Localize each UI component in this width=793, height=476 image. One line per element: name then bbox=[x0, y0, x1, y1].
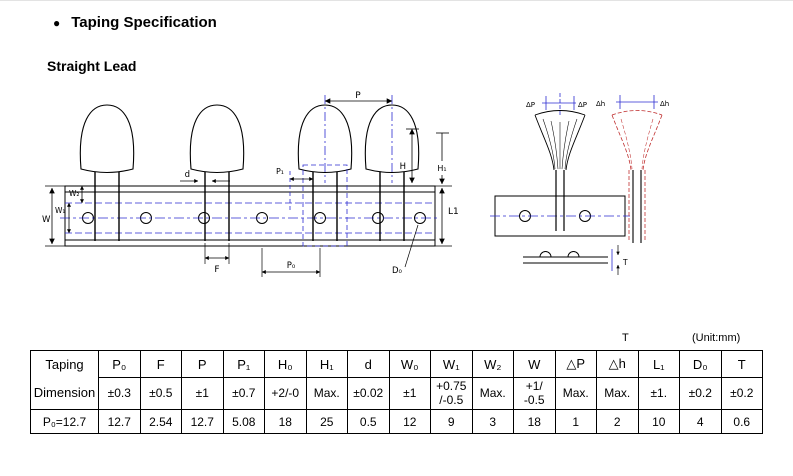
val-p1: 5.08 bbox=[222, 409, 265, 434]
dimension-lines bbox=[45, 98, 452, 277]
val-p: 12.7 bbox=[181, 409, 224, 434]
component-spread-front bbox=[534, 110, 586, 231]
tape-side-view bbox=[523, 251, 608, 264]
col-header-h1: H₁ bbox=[305, 349, 348, 379]
dim-label-delta-h-right: Δh bbox=[660, 100, 669, 108]
val-delta-h: 2 bbox=[596, 409, 639, 434]
col-header-w: W bbox=[513, 349, 556, 379]
dim-label-w: W bbox=[42, 215, 51, 225]
dim-label-w1: W₁ bbox=[55, 206, 65, 215]
tol-p0: ±0.3 bbox=[98, 377, 141, 410]
col-header-h0: H₀ bbox=[264, 349, 307, 379]
col-header-delta-p: △P bbox=[554, 349, 597, 379]
col-header-w1: W₁ bbox=[430, 349, 473, 379]
dimension-label: Dimension bbox=[33, 385, 96, 400]
dim-label-delta-h-left: Δh bbox=[596, 100, 605, 108]
col-header-w0: W₀ bbox=[388, 349, 431, 379]
val-f: 2.54 bbox=[139, 409, 182, 434]
val-t: 0.6 bbox=[720, 409, 763, 434]
val-w: 18 bbox=[513, 409, 556, 434]
tol-f: ±0.5 bbox=[139, 377, 182, 410]
tol-p: ±1 bbox=[181, 377, 224, 410]
val-h1: 25 bbox=[305, 409, 348, 434]
deviation-marks bbox=[542, 93, 658, 117]
tol-d: ±0.02 bbox=[347, 377, 390, 410]
tape-front-view bbox=[45, 95, 452, 277]
tol-h1: Max. bbox=[305, 377, 348, 410]
col-header-p: P bbox=[181, 349, 224, 379]
dimension-labels: P d P₁ H H₁ L1 W₂ W₁ W F P₀ D₀ ΔP ΔP Δh … bbox=[42, 91, 669, 276]
tol-w1: +0.75 /-0.5 bbox=[430, 377, 473, 410]
tape-guide-lines bbox=[60, 202, 440, 234]
val-w1: 9 bbox=[430, 409, 473, 434]
tol-delta-p: Max. bbox=[554, 377, 597, 410]
dim-label-t: T bbox=[622, 258, 628, 267]
thickness-caption: T bbox=[622, 332, 629, 344]
tol-delta-h: Max. bbox=[596, 377, 639, 410]
col-header-f: F bbox=[139, 349, 182, 379]
tol-d0: ±0.2 bbox=[679, 377, 722, 410]
table-header-row: Taping Dimension P₀ F P P₁ H₀ H₁ d W₀ W₁… bbox=[30, 349, 763, 410]
val-w0: 12 bbox=[388, 409, 431, 434]
row-label-p0-12-7: P₀=12.7 bbox=[30, 409, 99, 434]
taping-diagram: P d P₁ H H₁ L1 W₂ W₁ W F P₀ D₀ ΔP ΔP Δh … bbox=[42, 91, 669, 277]
taping-label: Taping bbox=[45, 357, 84, 372]
tol-p1: ±0.7 bbox=[222, 377, 265, 410]
val-p0: 12.7 bbox=[98, 409, 141, 434]
tol-h0: +2/-0 bbox=[264, 377, 307, 410]
col-header-p1: P₁ bbox=[222, 349, 265, 379]
tol-l1: ±1. bbox=[637, 377, 680, 410]
dim-label-d0: D₀ bbox=[392, 266, 403, 276]
section-title-row: ● Taping Specification bbox=[53, 14, 217, 31]
col-header-d: d bbox=[347, 349, 390, 379]
table-value-row: P₀=12.7 12.7 2.54 12.7 5.08 18 25 0.5 12… bbox=[30, 409, 763, 434]
component-spread-tolerance bbox=[611, 110, 663, 243]
bullet-icon: ● bbox=[53, 15, 61, 30]
dim-label-delta-p-left: ΔP bbox=[526, 101, 535, 109]
dim-label-p1: P₁ bbox=[276, 167, 284, 176]
val-h0: 18 bbox=[264, 409, 307, 434]
table-tolerance-row: ±0.3 ±0.5 ±1 ±0.7 +2/-0 Max. ±0.02 ±1 +0… bbox=[31, 377, 763, 410]
subsection-title: Straight Lead bbox=[47, 58, 137, 74]
col-header-delta-h: △h bbox=[596, 349, 639, 379]
tol-w2: Max. bbox=[471, 377, 514, 410]
col-header-w2: W₂ bbox=[471, 349, 514, 379]
val-d: 0.5 bbox=[347, 409, 390, 434]
taping-dimension-corner-cell: Taping Dimension bbox=[30, 350, 99, 410]
lead-guide-box bbox=[289, 95, 393, 247]
taping-dimension-table: Taping Dimension P₀ F P P₁ H₀ H₁ d W₀ W₁… bbox=[30, 349, 763, 434]
dim-label-h1: H₁ bbox=[437, 164, 446, 173]
val-w2: 3 bbox=[471, 409, 514, 434]
tolerance-views bbox=[490, 93, 663, 275]
val-delta-p: 1 bbox=[554, 409, 597, 434]
dim-label-delta-p-right: ΔP bbox=[578, 101, 587, 109]
diagram-area: P d P₁ H H₁ L1 W₂ W₁ W F P₀ D₀ ΔP ΔP Δh … bbox=[40, 91, 750, 316]
col-header-p0: P₀ bbox=[98, 349, 141, 379]
val-d0: 4 bbox=[679, 409, 722, 434]
tol-t: ±0.2 bbox=[720, 377, 763, 410]
dim-label-h: H bbox=[400, 162, 406, 172]
dim-label-p0: P₀ bbox=[287, 261, 296, 271]
val-l1: 10 bbox=[637, 409, 680, 434]
dim-label-f: F bbox=[214, 265, 219, 275]
unit-note: (Unit:mm) bbox=[692, 332, 741, 344]
col-header-d0: D₀ bbox=[679, 349, 722, 379]
tol-w0: ±1 bbox=[388, 377, 431, 410]
col-header-l1: L₁ bbox=[637, 349, 680, 379]
dim-label-p: P bbox=[355, 91, 361, 101]
tol-w: +1/ -0.5 bbox=[513, 377, 556, 410]
dim-label-d: d bbox=[185, 170, 190, 180]
page-title: Taping Specification bbox=[71, 14, 217, 31]
dim-label-w2: W₂ bbox=[69, 189, 79, 198]
col-header-t: T bbox=[720, 349, 763, 379]
component-bodies bbox=[79, 104, 420, 174]
dim-label-l1: L1 bbox=[448, 207, 459, 217]
